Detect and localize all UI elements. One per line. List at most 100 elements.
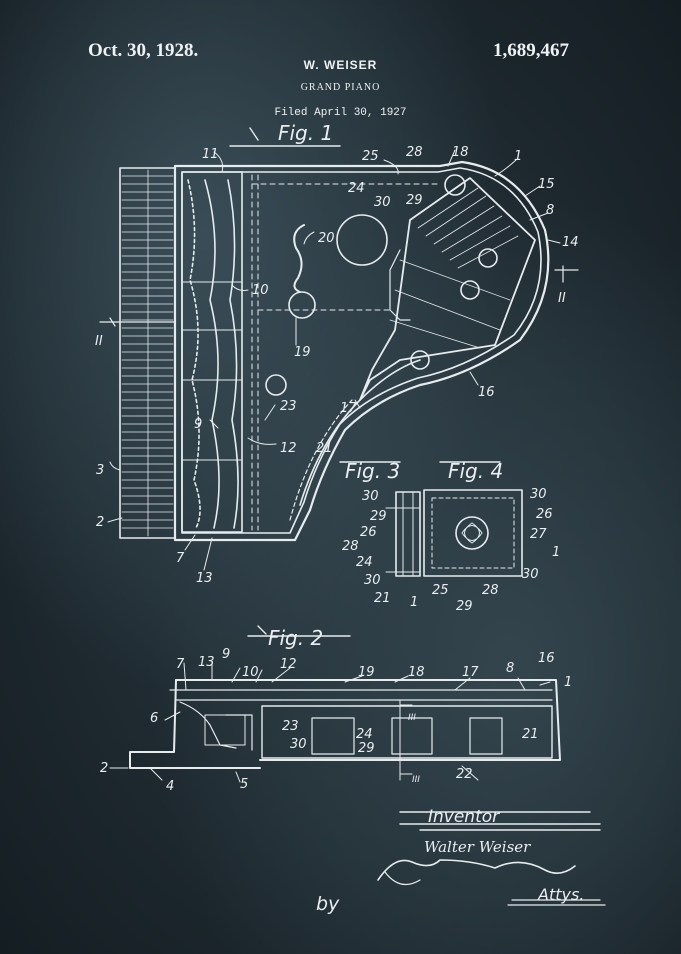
ref-label: 29 — [456, 599, 473, 614]
fig4-body — [423, 489, 523, 577]
ref-label: 3 — [96, 463, 104, 478]
inventor-signature-name: Walter Weiser — [424, 838, 531, 856]
ref-label: 29 — [370, 509, 387, 524]
ref-label: 22 — [456, 767, 473, 782]
f-hole — [293, 224, 305, 293]
ref-label: 23 — [280, 399, 297, 414]
ref-label: 9 — [194, 417, 202, 432]
ref-label: 29 — [406, 193, 423, 208]
ref-label: 10 — [252, 283, 269, 298]
ref-label: 29 — [358, 741, 375, 756]
ref-label: 14 — [562, 235, 579, 250]
ref-label: 25 — [432, 583, 449, 598]
ref-label: 1 — [514, 149, 522, 164]
piano-keys — [121, 169, 174, 537]
ref-label: 15 — [538, 177, 555, 192]
fig2-title: Fig. 2 — [268, 626, 323, 650]
ref-label: 9 — [222, 647, 230, 662]
section-mark-right: II — [558, 291, 566, 306]
ref-label: 17 — [340, 401, 357, 416]
ref-label: 25 — [362, 149, 379, 164]
section-mark-left: II — [95, 334, 103, 349]
ref-label: 16 — [478, 385, 495, 400]
ref-label: 19 — [358, 665, 375, 680]
keyboard — [119, 167, 176, 539]
string-frame — [359, 177, 536, 401]
sound-hole-small — [265, 374, 287, 396]
ref-label: 28 — [482, 583, 499, 598]
action-frame — [181, 171, 243, 533]
ref-label: 30 — [530, 487, 547, 502]
ref-label: 30 — [364, 573, 381, 588]
ref-label: 18 — [452, 145, 469, 160]
fig3-title: Fig. 3 — [345, 459, 400, 483]
fig1-reference-numerals: 11 25 28 18 1 15 8 14 24 30 29 20 10 19 … — [96, 145, 579, 586]
ref-label: 12 — [280, 441, 297, 456]
ref-label: 30 — [522, 567, 539, 582]
fig4-rosette — [455, 516, 489, 550]
fig34-reference-numerals: 30 29 26 28 24 30 21 1 30 26 27 1 25 28 … — [342, 487, 560, 614]
ref-label: 24 — [356, 727, 373, 742]
ref-label: 2 — [96, 515, 104, 530]
inventor-name-header: W. WEISER — [303, 58, 378, 72]
ref-label: 16 — [538, 651, 555, 666]
ref-label: 21 — [316, 441, 333, 456]
ref-label: 6 — [150, 711, 158, 726]
patent-title: GRAND PIANO — [300, 82, 381, 93]
attys-label: Attys. — [537, 885, 584, 904]
ref-label: 8 — [506, 661, 514, 676]
ref-label: 30 — [374, 195, 391, 210]
ref-label: 1 — [564, 675, 572, 690]
ref-label: 1 — [410, 595, 418, 610]
ref-label: 7 — [176, 657, 185, 672]
ref-label: 28 — [342, 539, 359, 554]
ref-label: 1 — [552, 545, 560, 560]
ref-label: 5 — [240, 777, 248, 792]
piano-case-inner — [181, 167, 542, 534]
fig2-reference-numerals: 7 13 9 10 12 19 18 17 8 16 1 6 23 24 30 … — [100, 647, 572, 794]
fig3-body — [395, 491, 421, 577]
ref-label: 20 — [318, 231, 335, 246]
ref-label: 4 — [166, 779, 174, 794]
ref-label: 26 — [536, 507, 553, 522]
filed-date: Filed April 30, 1927 — [274, 107, 407, 119]
ref-label: 23 — [282, 719, 299, 734]
ref-label: 19 — [294, 345, 311, 360]
ref-label: 26 — [360, 525, 377, 540]
patent-date: Oct. 30, 1928. — [88, 40, 199, 61]
ref-label: 24 — [348, 181, 365, 196]
ref-label: 17 — [462, 665, 479, 680]
ref-label: 21 — [522, 727, 539, 742]
sound-hole-mid — [288, 291, 316, 319]
signature-lines — [377, 811, 606, 906]
fig4-title: Fig. 4 — [448, 459, 503, 483]
by-label: by — [316, 893, 340, 915]
piano-case-outline — [173, 160, 550, 542]
fig2-action — [204, 714, 246, 746]
fig2-drawing — [109, 625, 561, 783]
ref-label: 24 — [356, 555, 373, 570]
ref-label: 30 — [290, 737, 307, 752]
ref-label: 10 — [242, 665, 259, 680]
ref-label: 8 — [546, 203, 554, 218]
section-mark-iii-top: III — [408, 713, 416, 723]
inventor-heading: Inventor — [428, 807, 500, 827]
ref-label: 12 — [280, 657, 297, 672]
ref-label: 18 — [408, 665, 425, 680]
ref-label: 2 — [100, 761, 108, 776]
ref-label: 11 — [202, 147, 219, 162]
sound-hole-large — [336, 214, 388, 266]
ref-label: 21 — [374, 591, 391, 606]
ref-label: 28 — [406, 145, 423, 160]
ref-label: 13 — [196, 571, 213, 586]
section-mark-iii-bottom: III — [412, 775, 420, 785]
fig1-title: Fig. 1 — [278, 121, 333, 145]
ref-label: 30 — [362, 489, 379, 504]
ref-label: 13 — [198, 655, 215, 670]
ref-label: 7 — [176, 551, 185, 566]
patent-number: 1,689,467 — [493, 40, 569, 61]
fig34-drawing — [339, 461, 523, 577]
fig1-drawing — [99, 127, 579, 571]
